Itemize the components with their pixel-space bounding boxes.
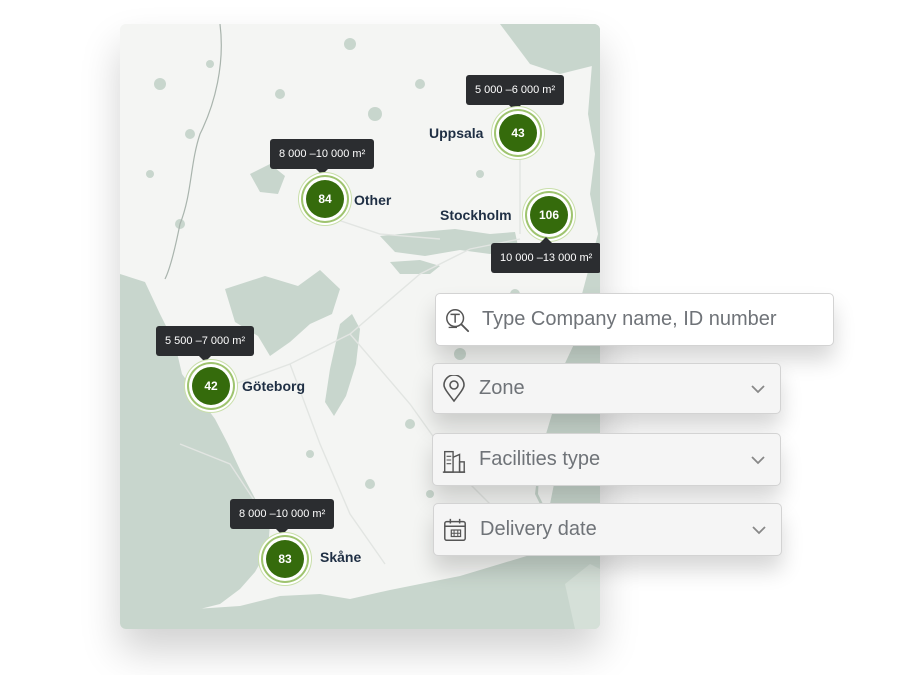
buildings-icon <box>441 445 467 475</box>
area-tooltip-other: 8 000 –10 000 m² <box>270 139 375 175</box>
facilities-type-label: Facilities type <box>479 448 601 470</box>
city-label-goteborg: Göteborg <box>242 378 305 394</box>
area-tooltip-stockholm: 10 000 –13 000 m² <box>491 237 600 273</box>
cluster-count: 106 <box>538 208 560 222</box>
city-label-uppsala: Uppsala <box>429 125 484 141</box>
search-input[interactable] <box>482 308 812 331</box>
location-pin-icon <box>441 374 467 404</box>
chevron-down-icon <box>751 455 765 464</box>
company-search-field[interactable] <box>435 293 834 346</box>
cluster-count: 83 <box>278 552 292 566</box>
city-label-skane: Skåne <box>320 549 362 565</box>
cluster-marker-uppsala[interactable]: 43 <box>499 114 537 152</box>
zone-dropdown[interactable]: Zone <box>432 363 781 414</box>
cluster-marker-skane[interactable]: 83 <box>266 540 304 578</box>
chevron-down-icon <box>751 384 765 393</box>
cluster-count: 84 <box>318 192 332 206</box>
delivery-date-dropdown[interactable]: Delivery date <box>433 503 782 556</box>
area-tooltip-uppsala: 5 000 –6 000 m² <box>466 75 565 111</box>
facilities-type-dropdown[interactable]: Facilities type <box>432 433 781 486</box>
search-company-icon <box>444 305 470 335</box>
city-label-other: Other <box>354 192 392 208</box>
cluster-marker-goteborg[interactable]: 42 <box>192 367 230 405</box>
chevron-down-icon <box>752 525 766 534</box>
area-tooltip-goteborg: 5 500 –7 000 m² <box>156 326 255 362</box>
cluster-marker-other[interactable]: 84 <box>306 180 344 218</box>
calendar-icon <box>442 515 468 545</box>
cluster-count: 42 <box>204 379 218 393</box>
zone-label: Zone <box>479 377 525 399</box>
area-tooltip-skane: 8 000 –10 000 m² <box>230 499 335 535</box>
delivery-date-label: Delivery date <box>480 518 597 540</box>
cluster-count: 43 <box>511 126 525 140</box>
city-label-stockholm: Stockholm <box>440 207 512 223</box>
cluster-marker-stockholm[interactable]: 106 <box>530 196 568 234</box>
